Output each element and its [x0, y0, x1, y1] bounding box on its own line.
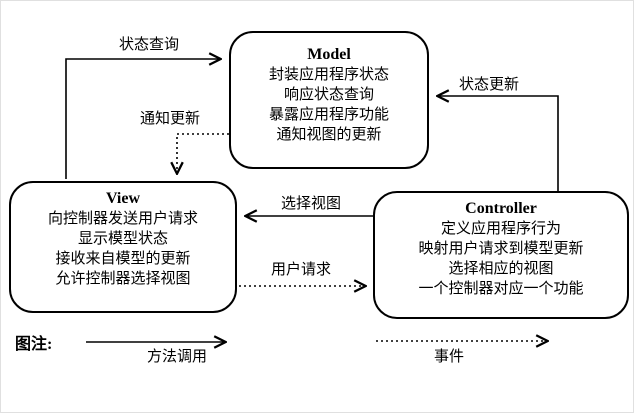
state-update-arrow	[438, 96, 559, 191]
view-title: View	[105, 190, 141, 207]
view-line: 允许控制器选择视图	[55, 271, 191, 287]
legend-solid-label: 方法调用	[146, 349, 207, 365]
model-line: 暴露应用程序功能	[268, 107, 389, 123]
view-line: 接收来自模型的更新	[55, 251, 191, 267]
state-query-label: 状态查询	[118, 37, 179, 53]
notify-update-arrow	[177, 133, 229, 173]
controller-line: 映射用户请求到模型更新	[418, 241, 584, 257]
notify-update-label: 通知更新	[139, 111, 200, 127]
model-box: Model 封装应用程序状态 响应状态查询 暴露应用程序功能 通知视图的更新	[229, 31, 429, 169]
state-update-label: 状态更新	[458, 77, 519, 93]
view-box: View 向控制器发送用户请求 显示模型状态 接收来自模型的更新 允许控制器选择…	[9, 181, 237, 313]
controller-box: Controller 定义应用程序行为 映射用户请求到模型更新 选择相应的视图 …	[373, 191, 629, 319]
model-title: Model	[307, 46, 351, 63]
user-request-label: 用户请求	[270, 262, 331, 278]
view-line: 向控制器发送用户请求	[47, 211, 198, 227]
select-view-label: 选择视图	[280, 196, 341, 212]
model-line: 响应状态查询	[283, 87, 374, 103]
controller-title: Controller	[465, 200, 537, 217]
model-line: 通知视图的更新	[276, 127, 382, 143]
model-line: 封装应用程序状态	[268, 67, 389, 83]
view-line: 显示模型状态	[77, 231, 168, 247]
controller-line: 定义应用程序行为	[440, 221, 561, 237]
state-query-arrow	[65, 59, 220, 179]
controller-line: 选择相应的视图	[448, 261, 554, 277]
controller-line: 一个控制器对应一个功能	[418, 281, 584, 297]
legend-title: 图注:	[15, 336, 53, 353]
legend-dotted-label: 事件	[433, 349, 464, 365]
